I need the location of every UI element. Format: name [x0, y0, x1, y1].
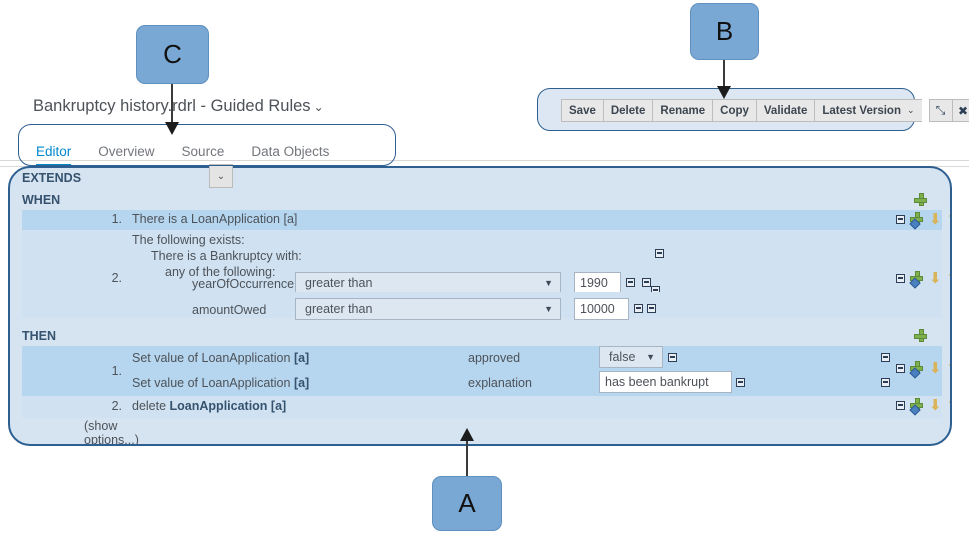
- then-row-1-move-up-icon[interactable]: ⬆: [946, 361, 950, 376]
- then-label: THEN: [22, 329, 57, 343]
- tab-source[interactable]: Source: [181, 143, 225, 159]
- constraint-1-field: yearOfOccurrence: [192, 277, 295, 291]
- rename-button[interactable]: Rename: [652, 99, 713, 122]
- constraint-1-value: 1990: [580, 276, 608, 290]
- then-row-2[interactable]: [22, 396, 942, 418]
- chevron-down-icon: ▼: [646, 352, 655, 362]
- when-row-2-remove-icon[interactable]: [896, 274, 905, 283]
- callout-c-leader-line: [171, 84, 173, 126]
- save-button[interactable]: Save: [561, 99, 603, 122]
- when-pattern-remove-icon[interactable]: [655, 249, 664, 258]
- then-row-2-move-up-icon[interactable]: ⬆: [946, 398, 950, 413]
- then-row-2-move-down-icon[interactable]: ⬇: [929, 397, 942, 414]
- when-row-1-number: 1.: [111, 212, 122, 226]
- constraint-1-options-icon[interactable]: [642, 278, 651, 287]
- then-action-2-field: explanation: [468, 376, 532, 390]
- constraint-2-remove-icon[interactable]: [634, 304, 643, 313]
- page-title: Bankruptcy history.rdrl - Guided Rules⌄: [33, 97, 324, 116]
- when-row-1[interactable]: [22, 210, 942, 230]
- toolbar-spacer: [922, 99, 929, 122]
- then-action-1-text: Set value of LoanApplication [a]: [132, 351, 309, 365]
- when-row-2-move-up-icon[interactable]: ⬆: [946, 271, 950, 286]
- then-row-2-remove-icon[interactable]: [896, 401, 905, 410]
- delete-button[interactable]: Delete: [602, 99, 653, 122]
- close-icon[interactable]: ✖: [951, 99, 969, 122]
- constraint-1-operator-value: greater than: [305, 276, 373, 290]
- when-row-2-line-1: The following exists:: [132, 233, 245, 247]
- version-label: Latest Version: [822, 104, 901, 117]
- when-row-2-line-3: any of the following:: [165, 265, 276, 279]
- chevron-down-icon: ▼: [544, 278, 553, 288]
- callout-b: B: [690, 3, 759, 60]
- then-action-2-value-input[interactable]: has been bankrupt: [599, 371, 732, 393]
- constraint-1-value-input[interactable]: 1990: [574, 272, 621, 294]
- extends-dropdown-button[interactable]: ⌄: [209, 164, 233, 188]
- when-row-2-number: 2.: [111, 271, 122, 285]
- chevron-down-icon: ▼: [544, 304, 553, 314]
- callout-b-leader-line: [723, 60, 725, 90]
- chevron-down-icon: ⌄: [906, 105, 915, 115]
- then-action-1-remove-icon[interactable]: [668, 353, 677, 362]
- then-action-1-binding: [a]: [293, 351, 310, 365]
- callout-b-arrowhead: [717, 86, 731, 99]
- when-row-2-move-down-icon[interactable]: ⬇: [929, 270, 942, 287]
- tabs-divider-top: [0, 160, 969, 161]
- chevron-down-icon: ⌄: [216, 170, 226, 182]
- constraint-2-value: 10000: [580, 302, 615, 316]
- callout-c-arrowhead: [165, 122, 179, 135]
- constraint-1-operator-select[interactable]: greater than ▼: [295, 272, 561, 294]
- rule-editor-panel: EXTENDS WHEN 1. There is a LoanApplicati…: [8, 166, 952, 446]
- when-row-1-label: There is a LoanApplication [a]: [132, 212, 298, 226]
- extends-label: EXTENDS: [22, 171, 82, 185]
- then-action-2-text: Set value of LoanApplication [a]: [132, 376, 309, 390]
- constraint-2-value-input[interactable]: 10000: [574, 298, 629, 320]
- then-row-1-number: 1.: [111, 364, 122, 378]
- copy-button[interactable]: Copy: [712, 99, 756, 122]
- when-row-1-remove-icon[interactable]: [896, 215, 905, 224]
- constraint-1-remove-icon[interactable]: [626, 278, 635, 287]
- then-action-2-remove-icon[interactable]: [736, 378, 745, 387]
- editor-toolbar: Save Delete Rename Copy Validate Latest …: [561, 99, 969, 122]
- when-row-1-move-down-icon[interactable]: ⬇: [929, 211, 942, 228]
- editor-tabs: Editor Overview Source Data Objects: [18, 124, 396, 167]
- then-action-1-value: false: [609, 350, 636, 364]
- then-row-2-prefix: delete: [132, 399, 170, 413]
- then-action-1-value-select[interactable]: false ▼: [599, 346, 663, 368]
- show-options-link[interactable]: (show options...): [84, 419, 139, 446]
- add-action-icon[interactable]: [914, 329, 927, 342]
- then-action-2-options-icon[interactable]: [881, 378, 890, 387]
- then-action-1-field: approved: [468, 351, 521, 365]
- maximize-icon[interactable]: ⤡: [928, 99, 952, 122]
- then-action-1-label: Set value of LoanApplication: [132, 351, 291, 365]
- constraint-2-field: amountOwed: [192, 303, 267, 317]
- when-row-2-line-2: There is a Bankruptcy with:: [151, 249, 302, 263]
- then-action-2-binding: [a]: [293, 376, 310, 390]
- constraint-2-operator-value: greater than: [305, 302, 373, 316]
- callout-c: C: [136, 25, 209, 84]
- add-condition-icon[interactable]: [914, 193, 927, 206]
- when-row-1-text: There is a LoanApplication [a]: [132, 212, 297, 226]
- then-row-2-number: 2.: [111, 399, 122, 413]
- tab-overview[interactable]: Overview: [98, 143, 155, 159]
- callout-a: A: [432, 476, 502, 531]
- version-dropdown-button[interactable]: Latest Version ⌄: [814, 99, 922, 122]
- callout-a-arrowhead: [460, 428, 474, 441]
- then-row-2-text: delete LoanApplication [a]: [132, 399, 286, 413]
- page-title-caret-icon[interactable]: ⌄: [313, 100, 324, 114]
- constraint-2-options-icon[interactable]: [647, 304, 656, 313]
- tab-data-objects[interactable]: Data Objects: [251, 143, 330, 159]
- then-row-1[interactable]: [22, 346, 942, 396]
- then-action-1-options-icon[interactable]: [881, 353, 890, 362]
- then-row-1-move-down-icon[interactable]: ⬇: [929, 360, 942, 377]
- then-action-2-value: has been bankrupt: [605, 375, 709, 389]
- then-action-2-label: Set value of LoanApplication: [132, 376, 291, 390]
- tab-editor[interactable]: Editor: [36, 144, 72, 168]
- then-row-2-target: LoanApplication [a]: [169, 399, 287, 413]
- when-row-1-move-up-icon[interactable]: ⬆: [946, 212, 950, 227]
- callout-a-leader-line: [466, 440, 468, 478]
- constraint-2-operator-select[interactable]: greater than ▼: [295, 298, 561, 320]
- then-row-1-remove-icon[interactable]: [896, 364, 905, 373]
- validate-button[interactable]: Validate: [755, 99, 815, 122]
- when-label: WHEN: [22, 193, 61, 207]
